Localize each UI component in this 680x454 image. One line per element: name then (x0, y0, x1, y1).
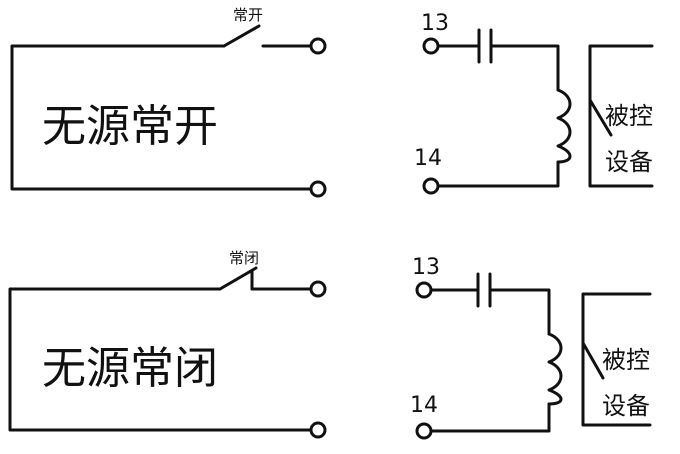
panel-normally-open: 常开 无源常开 13 14 被控 设备 (10, 6, 654, 198)
terminal-label-13: 13 (421, 11, 449, 36)
circuit-wire (430, 402, 551, 433)
device-label-line1: 被控 (602, 346, 650, 374)
switch-blade-open (222, 24, 261, 48)
switch-label: 常开 (233, 6, 263, 24)
terminal-circle (415, 422, 433, 440)
switch-blade-closed (218, 266, 258, 291)
circuit-wire (437, 160, 560, 188)
terminal-circle (422, 177, 440, 195)
relay-coil-circuit: 13 14 (414, 11, 572, 195)
device-contact-blade (581, 341, 605, 380)
device-label-line1: 被控 (605, 102, 653, 130)
contact-circuit-normally-open: 常开 无源常开 (10, 6, 327, 198)
circuit-wire (8, 287, 312, 432)
coil-symbol (547, 332, 563, 406)
terminal-circle (309, 421, 327, 439)
switch-label: 常闭 (229, 249, 259, 267)
terminal-circle (309, 180, 327, 198)
terminal-circle (309, 280, 327, 298)
terminal-label-14: 14 (410, 393, 438, 418)
contact-circuit-normally-closed: 常闭 无源常闭 (8, 249, 327, 439)
device-label-line2: 设备 (605, 148, 653, 176)
device-contact-blade (588, 98, 613, 137)
panel-normally-closed: 常闭 无源常闭 13 14 被控 设备 (8, 249, 652, 440)
panel-title: 无源常开 (42, 101, 218, 152)
circuit-wire (488, 288, 551, 336)
terminal-circle (422, 37, 440, 55)
circuit-wire (10, 44, 312, 191)
circuit-wire (489, 44, 560, 92)
device-bracket (581, 292, 652, 427)
controlled-device: 被控 设备 (588, 44, 654, 188)
coil-symbol (556, 88, 572, 164)
terminal-circle (415, 281, 433, 299)
relay-coil-circuit: 13 14 (410, 255, 563, 440)
device-bracket (588, 44, 654, 188)
terminal-circle (309, 37, 327, 55)
device-label-line2: 设备 (602, 392, 650, 420)
terminal-label-14: 14 (414, 146, 442, 171)
panel-title: 无源常闭 (42, 343, 218, 394)
controlled-device: 被控 设备 (581, 292, 652, 427)
terminal-label-13: 13 (412, 255, 440, 280)
